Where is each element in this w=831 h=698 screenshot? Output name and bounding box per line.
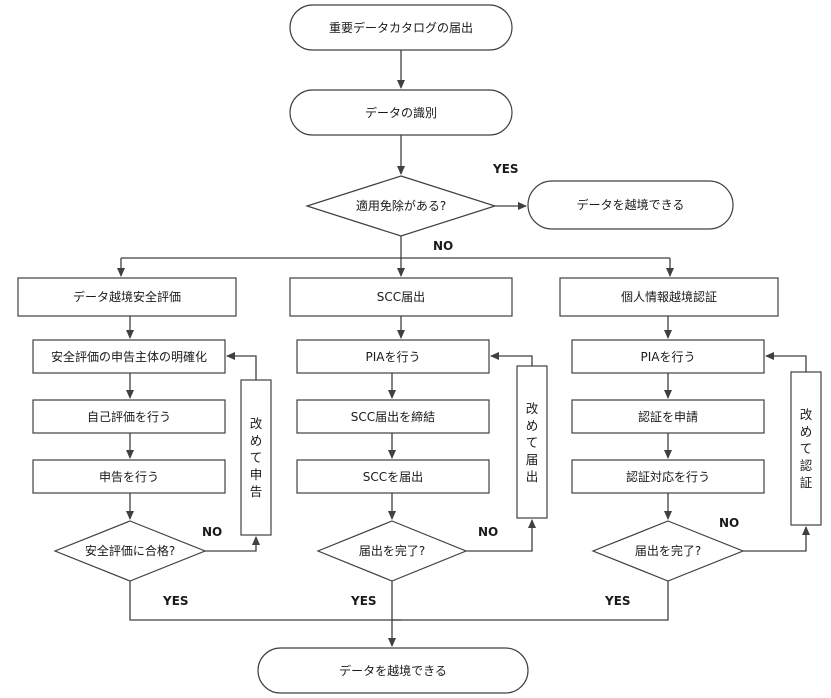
c1-step2-box [32, 399, 226, 434]
edge-c2-retry [490, 352, 533, 366]
exempt-ok-label: データを越境できる [576, 198, 685, 212]
c1-question-label: 安全評価に合格? [84, 544, 176, 558]
c2-step1-label: PIAを行う [365, 349, 421, 364]
c3-no-label: NO [719, 516, 740, 530]
col3-title-label: 個人情報越境認証 [620, 290, 717, 304]
vertical-char: 改 [799, 407, 813, 422]
col2-title-label: SCC届出 [376, 290, 426, 304]
c1-step3-label: 申告を行う [98, 469, 159, 484]
vertical-char: て [799, 441, 813, 456]
end-terminal [257, 647, 529, 694]
vertical-char: め [525, 417, 539, 433]
edge-c1-retry [226, 352, 257, 380]
vertical-char: 出 [525, 468, 539, 484]
col3-title-box [559, 277, 779, 317]
vertical-char: て [525, 434, 539, 450]
c3-question-label: 届出を完了? [634, 544, 702, 558]
c2-step2-label: SCC届出を締結 [350, 409, 436, 424]
edge-c3-no [743, 526, 810, 552]
c1-yes-label: YES [163, 594, 189, 608]
c2-question-label: 届出を完了? [358, 544, 426, 558]
c1-step2-label: 自己評価を行う [86, 409, 171, 424]
c3-step3-box [571, 459, 765, 494]
vertical-char: 届 [525, 451, 539, 467]
c3-step1-box [571, 339, 765, 374]
c1-no-label: NO [202, 525, 223, 539]
c3-step2-label: 認証を申請 [637, 409, 698, 424]
start-label: 重要データカタログの届出 [328, 20, 473, 35]
exempt-ok-terminal [527, 180, 734, 230]
c1-retry-label: 改めて申告 [241, 380, 271, 535]
vertical-char: 告 [249, 484, 263, 499]
vertical-char: め [799, 424, 813, 439]
vertical-char: 証 [799, 475, 813, 490]
c1-step1-label: 安全評価の申告主体の明確化 [50, 349, 207, 364]
vertical-char: 申 [249, 467, 263, 482]
identify-label: データの識別 [364, 105, 437, 120]
edge-c1-yes [129, 581, 401, 621]
c2-retry-label: 改めて届出 [517, 366, 547, 518]
vertical-char: 改 [525, 400, 539, 416]
exempt-no-label: NO [433, 239, 454, 253]
c2-yes-label: YES [351, 594, 377, 608]
c1-retry-box [240, 379, 272, 536]
exempt-yes-label: YES [493, 162, 519, 176]
edge-c3-retry [765, 352, 807, 372]
c2-step2-box [296, 399, 490, 434]
vertical-char: 改 [249, 416, 263, 431]
vertical-char: 認 [799, 458, 813, 473]
edge-c1-no [205, 536, 260, 552]
c3-retry-label: 改めて認証 [791, 372, 821, 525]
c1-step1-box [32, 339, 226, 374]
end-label: データを越境できる [339, 663, 447, 678]
c1-step3-box [32, 459, 226, 494]
c3-yes-label: YES [605, 594, 631, 608]
c2-no-label: NO [478, 525, 499, 539]
exempt-question-label: 適用免除がある? [355, 199, 447, 213]
edge-c2-no [466, 519, 536, 552]
c2-step3-box [296, 459, 490, 494]
col1-title-box [17, 277, 237, 317]
c2-step1-box [296, 339, 490, 374]
c2-step3-label: SCCを届出 [362, 469, 424, 484]
edge-c3-yes [392, 581, 669, 621]
c3-step3-label: 認証対応を行う [625, 469, 710, 484]
col1-title-label: データ越境安全評価 [72, 290, 181, 304]
c3-step2-box [571, 399, 765, 434]
c3-step1-label: PIAを行う [640, 349, 696, 364]
vertical-char: て [249, 450, 263, 465]
vertical-char: め [249, 433, 263, 448]
